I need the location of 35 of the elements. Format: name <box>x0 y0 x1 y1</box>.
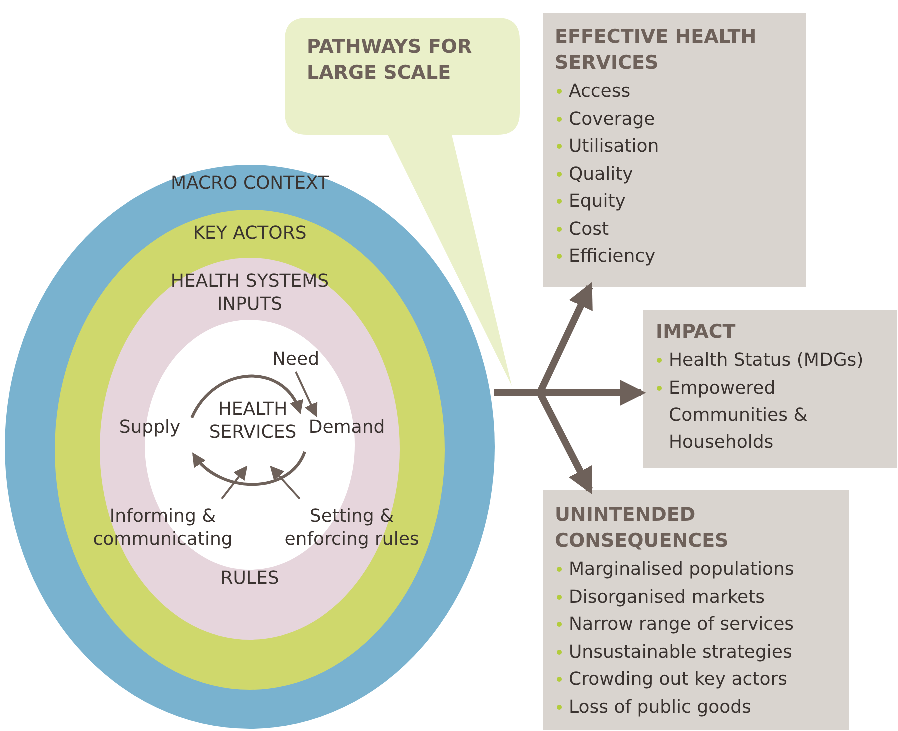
bullet-item: Utilisation <box>569 135 660 159</box>
outcome-box <box>543 490 849 730</box>
bullet-item: Loss of public goods <box>569 696 752 720</box>
bullet-item: Access <box>569 80 631 104</box>
bullet-item: Equity <box>569 190 626 214</box>
bullet-item: Coverage <box>569 108 656 132</box>
arrow <box>221 466 248 500</box>
arrow <box>190 374 302 419</box>
box-heading: IMPACT <box>656 320 737 345</box>
bullet-item: Efficiency <box>569 245 656 269</box>
bullet-item: Disorganised markets <box>569 586 766 610</box>
arrow <box>192 451 306 486</box>
cycle-label: Need <box>272 348 320 372</box>
box-heading: PATHWAYS FOR LARGE SCALE <box>307 35 474 86</box>
arrow <box>295 372 318 418</box>
outcome-box <box>543 13 806 287</box>
ring-label: MACRO CONTEXT <box>170 172 330 195</box>
bullet-item: Cost <box>569 218 610 242</box>
bullet-item: Crowding out key actors <box>569 668 788 692</box>
bullet-item: Narrow range of services <box>569 613 794 637</box>
ring-label: RULES <box>220 567 280 590</box>
bullet-item: Health Status (MDGs) <box>669 349 865 373</box>
cycle-label: HEALTH SERVICES <box>208 398 298 445</box>
bullet-item: Empowered Communities & Households <box>669 377 809 455</box>
box-heading: UNINTENDED CONSEQUENCES <box>555 503 730 554</box>
bullet-item: Unsustainable strategies <box>569 640 792 664</box>
ring-label: HEALTH SYSTEMS INPUTS <box>170 270 330 316</box>
ring-label: KEY ACTORS <box>192 222 308 245</box>
cycle-label: Demand <box>308 416 386 440</box>
arrow <box>270 466 301 500</box>
cycle-label: Supply <box>118 416 182 440</box>
box-heading: EFFECTIVE HEALTH SERVICES <box>555 25 758 76</box>
bullet-item: Quality <box>569 162 634 186</box>
bullet-item: Marginalised populations <box>569 558 794 582</box>
outcome-box <box>643 310 897 468</box>
